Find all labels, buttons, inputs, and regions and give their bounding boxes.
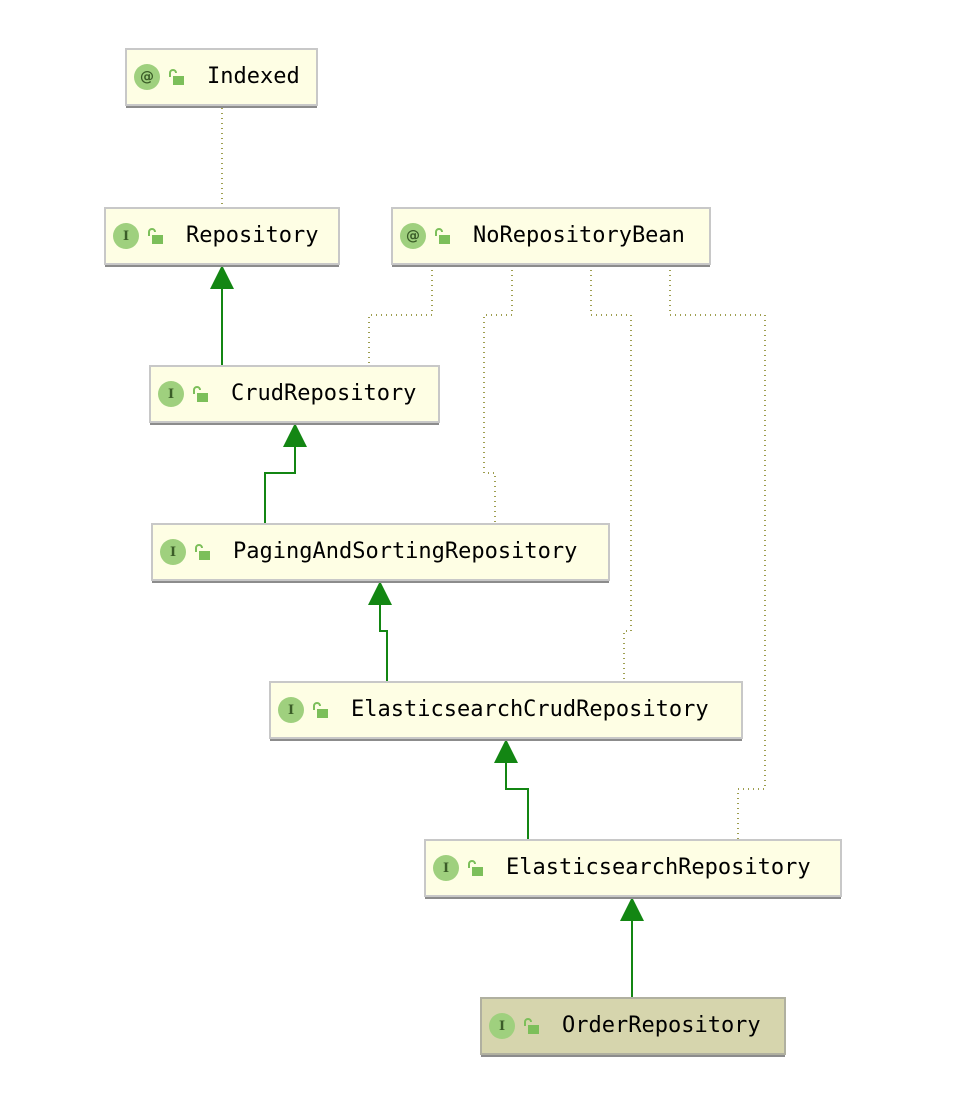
arrowhead-icon: [620, 897, 644, 921]
interface-icon: I: [113, 223, 139, 249]
arrowhead-icon: [283, 423, 307, 447]
arrowhead-icon: [494, 739, 518, 763]
node-indexed[interactable]: @ Indexed: [125, 48, 318, 106]
node-pagingandsortingrepository[interactable]: I PagingAndSortingRepository: [151, 523, 610, 581]
node-label: CrudRepository: [231, 381, 417, 406]
extends-edge-elasticsearchcrudrepository-pagingandsortingrepository: [368, 581, 392, 681]
node-crudrepository[interactable]: I CrudRepository: [149, 365, 440, 423]
node-norepositorybean[interactable]: @ NoRepositoryBean: [391, 207, 711, 265]
open-lock-icon: [169, 69, 184, 85]
annotation-edge-elasticsearchrepository-norepositorybean: [669, 265, 766, 839]
node-repository[interactable]: I Repository: [104, 207, 340, 265]
node-label: PagingAndSortingRepository: [233, 539, 578, 564]
open-lock-icon: [468, 860, 483, 876]
annotation-icon: @: [134, 64, 160, 90]
open-lock-icon: [195, 544, 210, 560]
arrowhead-icon: [210, 265, 234, 289]
node-orderrepository[interactable]: I OrderRepository: [480, 997, 786, 1055]
node-label: NoRepositoryBean: [473, 223, 685, 248]
extends-edge-pagingandsortingrepository-crudrepository: [264, 423, 307, 523]
node-label: Indexed: [207, 64, 300, 89]
node-elasticsearchrepository[interactable]: I ElasticsearchRepository: [424, 839, 842, 897]
annotation-edge-crudrepository-norepositorybean: [368, 265, 433, 365]
node-label: OrderRepository: [562, 1013, 761, 1038]
extends-edge-crudrepository-repository: [210, 265, 234, 365]
open-lock-icon: [524, 1018, 539, 1034]
node-label: ElasticsearchCrudRepository: [351, 697, 709, 722]
open-lock-icon: [193, 386, 208, 402]
node-label: Repository: [186, 223, 319, 248]
open-lock-icon: [435, 228, 450, 244]
arrowhead-icon: [368, 581, 392, 605]
node-label: ElasticsearchRepository: [506, 855, 811, 880]
interface-icon: I: [433, 855, 459, 881]
interface-icon: I: [158, 381, 184, 407]
annotation-edge-pagingandsortingrepository-norepositorybean: [483, 265, 513, 523]
extends-edge-orderrepository-elasticsearchrepository: [620, 897, 644, 997]
open-lock-icon: [313, 702, 328, 718]
interface-icon: I: [489, 1013, 515, 1039]
open-lock-icon: [148, 228, 163, 244]
extends-edge-elasticsearchrepository-elasticsearchcrudrepository: [494, 739, 529, 839]
interface-icon: I: [160, 539, 186, 565]
node-elasticsearchcrudrepository[interactable]: I ElasticsearchCrudRepository: [269, 681, 743, 739]
annotation-edge-elasticsearchcrudrepository-norepositorybean: [590, 265, 632, 681]
annotation-icon: @: [400, 223, 426, 249]
interface-icon: I: [278, 697, 304, 723]
